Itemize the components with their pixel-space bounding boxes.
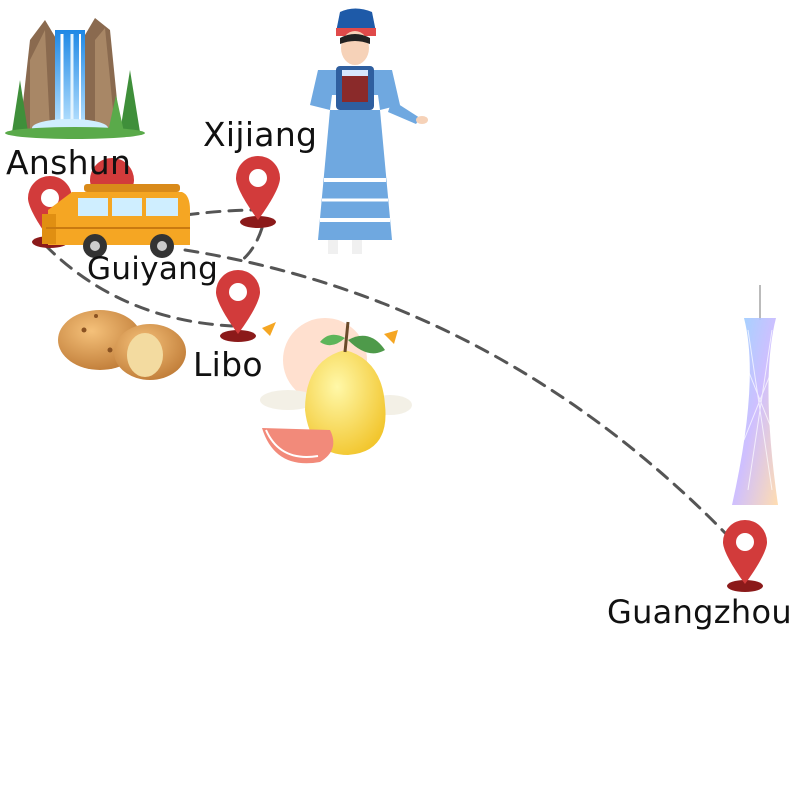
waterfall-icon <box>5 18 145 139</box>
potato-icon <box>58 310 186 380</box>
pin-guangzhou[interactable] <box>723 520 767 592</box>
city-label-guiyang: Guiyang <box>87 251 219 287</box>
route-anshun-libo <box>43 243 234 328</box>
route-guiyang-guangzhou <box>183 248 734 542</box>
city-label-anshun: Anshun <box>6 143 132 182</box>
pin-libo[interactable] <box>216 270 260 342</box>
city-label-guangzhou: Guangzhou <box>607 593 792 631</box>
route-guiyang-xijiang <box>183 208 257 217</box>
miao-woman-icon <box>310 8 428 254</box>
route-xijiang-guiyang-south <box>238 226 264 264</box>
city-label-libo: Libo <box>193 345 263 384</box>
pin-xijiang[interactable] <box>236 156 280 228</box>
taxi-van-icon <box>42 184 190 258</box>
canton-tower-icon <box>732 285 778 505</box>
pomelo-icon <box>260 318 412 464</box>
city-label-xijiang: Xijiang <box>203 115 318 154</box>
